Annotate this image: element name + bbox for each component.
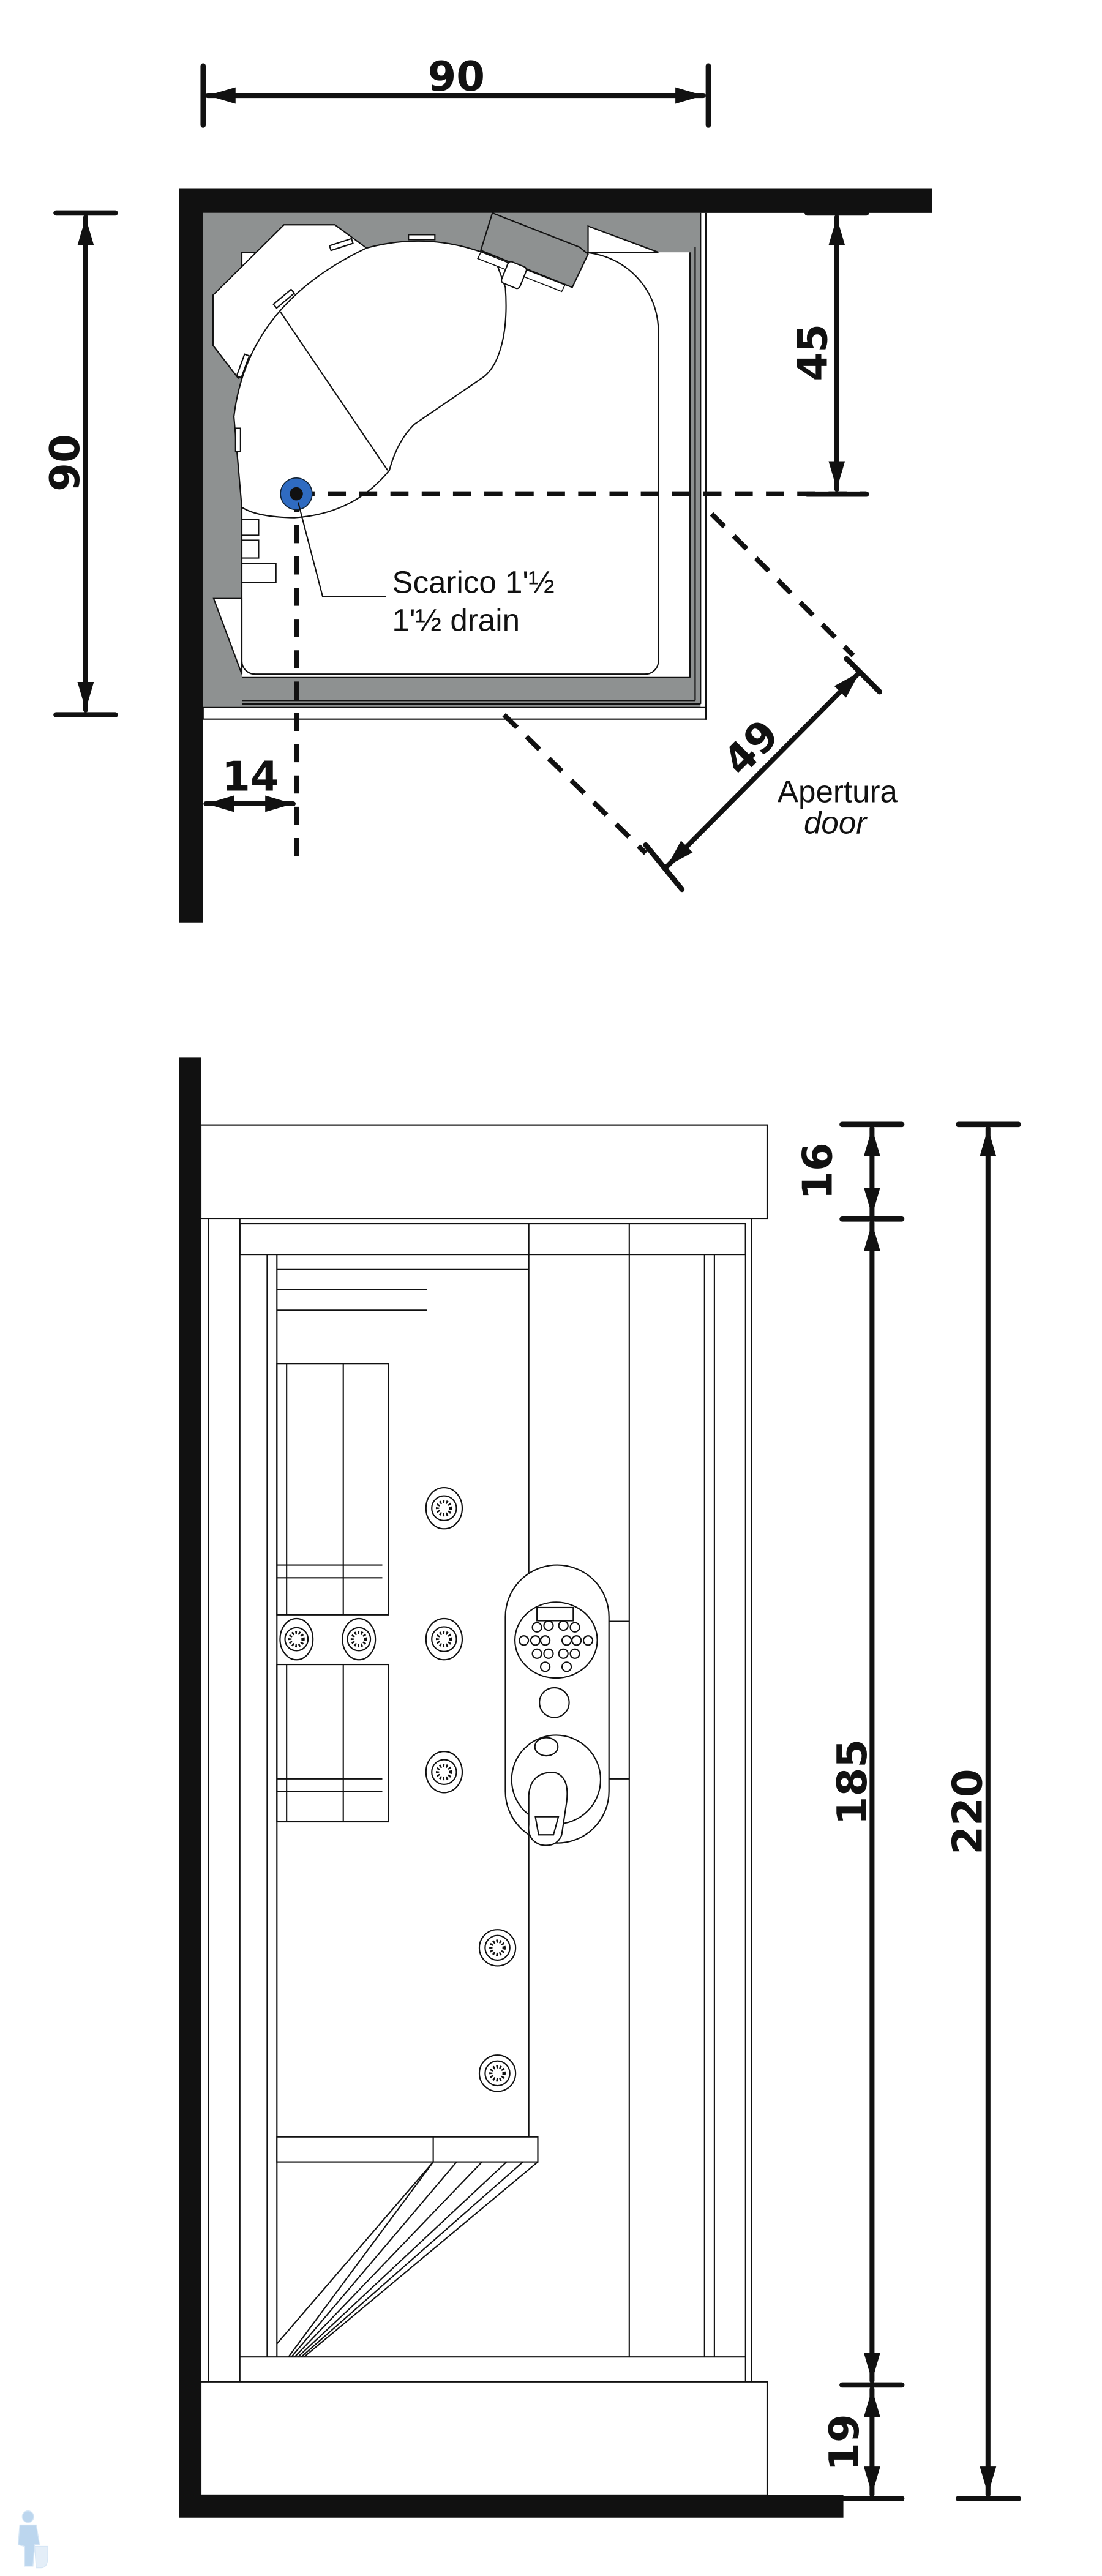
- tray-corner-triangle: [587, 225, 659, 253]
- column-jets: [234, 234, 436, 452]
- shower-tray: [200, 2381, 768, 2496]
- svg-text:45: 45: [789, 324, 837, 381]
- canopy: [200, 1124, 768, 1220]
- jet-icon: [279, 1617, 314, 1661]
- backrest-upper: [276, 1363, 389, 1616]
- mixer-lever: [528, 1771, 568, 1846]
- dimension-drain-from-side: 14: [203, 752, 296, 812]
- svg-text:90: 90: [41, 434, 89, 492]
- keypad: [514, 1601, 598, 1679]
- cabin-frame: [208, 1218, 752, 2382]
- svg-text:16: 16: [794, 1142, 842, 1200]
- door-label-it: Apertura: [778, 774, 898, 809]
- dimension-depth: 90: [41, 210, 118, 717]
- jet-icon: [478, 2054, 517, 2092]
- plan-view: Scarico 1'½ 1'½ drain 90 90 45 14: [41, 53, 932, 923]
- dimension-width: 90: [200, 53, 711, 128]
- dimension-cabin: 185: [828, 1220, 905, 2388]
- keypad-buttons: [518, 1620, 594, 1672]
- selector-knob: [539, 1687, 570, 1718]
- jet-icon: [425, 1617, 463, 1661]
- elevation-view: 16 185 19 220: [179, 1057, 1021, 2518]
- dimension-tray: 19: [820, 2386, 905, 2501]
- jet-icon: [342, 1617, 377, 1661]
- svg-text:14: 14: [222, 752, 279, 800]
- tray-frame-rails: [202, 212, 707, 720]
- massage-jets: [279, 1487, 517, 2092]
- tray-left-wedge: [212, 597, 243, 675]
- dimension-total-height: 220: [944, 1121, 1021, 2501]
- column-door-line: [280, 312, 388, 471]
- folding-seat: [276, 2136, 539, 2357]
- jet-icon: [425, 1751, 463, 1794]
- backrest-lower: [276, 1663, 389, 1823]
- svg-text:185: 185: [828, 1739, 876, 1825]
- door-label-en: door: [804, 805, 868, 840]
- svg-text:90: 90: [427, 53, 485, 100]
- drain-label-en: 1'½ drain: [392, 602, 520, 637]
- shower-head-box: [477, 212, 589, 293]
- drain-center-dot: [290, 487, 303, 501]
- svg-text:19: 19: [820, 2414, 868, 2471]
- tray-inner-outline: [241, 252, 659, 675]
- dimension-drain-from-back: 45: [789, 210, 869, 497]
- drain-label-it: Scarico 1'½: [392, 565, 554, 600]
- valve-fittings: [241, 519, 277, 583]
- jet-icon: [478, 1929, 517, 1967]
- display: [536, 1606, 574, 1622]
- control-panel: [504, 1564, 629, 1846]
- dimension-canopy: 16: [794, 1121, 905, 1222]
- svg-text:220: 220: [944, 1769, 992, 1854]
- drain-leader-line: [297, 502, 386, 597]
- jet-icon: [425, 1487, 463, 1530]
- plumber-watermark-icon: [17, 2510, 48, 2569]
